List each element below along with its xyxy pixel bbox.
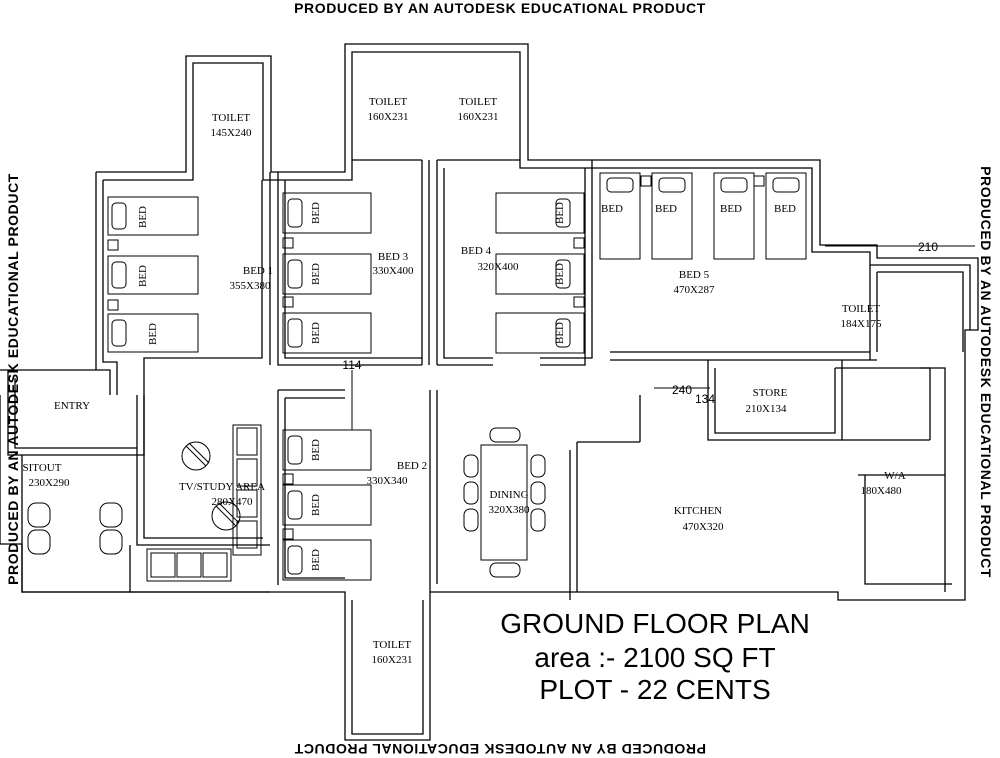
bed-marker: BED [554, 322, 566, 344]
bed2-size: 330X340 [367, 475, 408, 487]
bed-marker: BED [310, 439, 322, 461]
bed4-name: BED 4 [461, 245, 492, 257]
dimension-114: 114 [342, 358, 361, 372]
toilet-b-name: TOILET [369, 96, 408, 108]
wa-size: 180X480 [861, 485, 902, 497]
kitchen-size: 470X320 [683, 521, 724, 533]
toilet-a-size: 145X240 [211, 127, 252, 139]
bed-marker: BED [137, 206, 149, 228]
bed3-name: BED 3 [378, 251, 409, 263]
bed2-name: BED 2 [397, 460, 427, 472]
dimension-210: 210 [918, 240, 938, 254]
bed-marker: BED [310, 322, 322, 344]
bed1-size: 355X380 [230, 280, 271, 292]
store-name: STORE [753, 387, 788, 399]
plan-title: GROUND FLOOR PLAN [500, 608, 810, 639]
dining-size: 320X380 [489, 504, 530, 516]
entry-name: ENTRY [54, 400, 90, 412]
bed3-size: 330X400 [373, 265, 414, 277]
wa-name: W/A [884, 470, 905, 482]
plan-plot: PLOT - 22 CENTS [539, 674, 771, 705]
bed-marker: BED [720, 203, 742, 215]
bed4-size: 320X400 [478, 261, 519, 273]
bed-marker: BED [601, 203, 623, 215]
toilet-b-size: 160X231 [368, 111, 409, 123]
plan-area: area :- 2100 SQ FT [534, 642, 776, 673]
bed-marker: BED [310, 202, 322, 224]
toilet-e-name: TOILET [373, 639, 412, 651]
bed-marker: BED [310, 494, 322, 516]
bed5-name: BED 5 [679, 269, 710, 281]
bed-marker: BED [554, 202, 566, 224]
store-size: 210X134 [746, 403, 787, 415]
bed-marker: BED [774, 203, 796, 215]
dimension-lines [351, 245, 975, 438]
bed-marker: BED [310, 549, 322, 571]
sitout-size: 230X290 [29, 477, 70, 489]
kitchen-name: KITCHEN [674, 505, 722, 517]
dining-name: DINING [489, 489, 528, 501]
toilet-d-size: 184X175 [841, 318, 882, 330]
furniture [27, 172, 807, 582]
toilet-e-size: 160X231 [372, 654, 413, 666]
walls [0, 43, 979, 741]
dimension-134: 134 [695, 392, 715, 406]
tv-study-name: TV/STUDY AREA [179, 481, 265, 493]
watermark-top: PRODUCED BY AN AUTODESK EDUCATIONAL PROD… [294, 0, 706, 16]
toilet-a-name: TOILET [212, 112, 251, 124]
sitout-name: SITOUT [23, 462, 62, 474]
dimension-240: 240 [672, 383, 692, 397]
bed-marker: BED [554, 263, 566, 285]
toilet-c-name: TOILET [459, 96, 498, 108]
tv-study-size: 280X470 [212, 496, 253, 508]
bed-marker: BED [137, 265, 149, 287]
bed1-name: BED 1 [243, 265, 273, 277]
bed-marker: BED [655, 203, 677, 215]
bed-marker: BED [310, 263, 322, 285]
bed-marker: BED [147, 323, 159, 345]
toilet-d-name: TOILET [842, 303, 881, 315]
toilet-c-size: 160X231 [458, 111, 499, 123]
bed5-size: 470X287 [674, 284, 715, 296]
